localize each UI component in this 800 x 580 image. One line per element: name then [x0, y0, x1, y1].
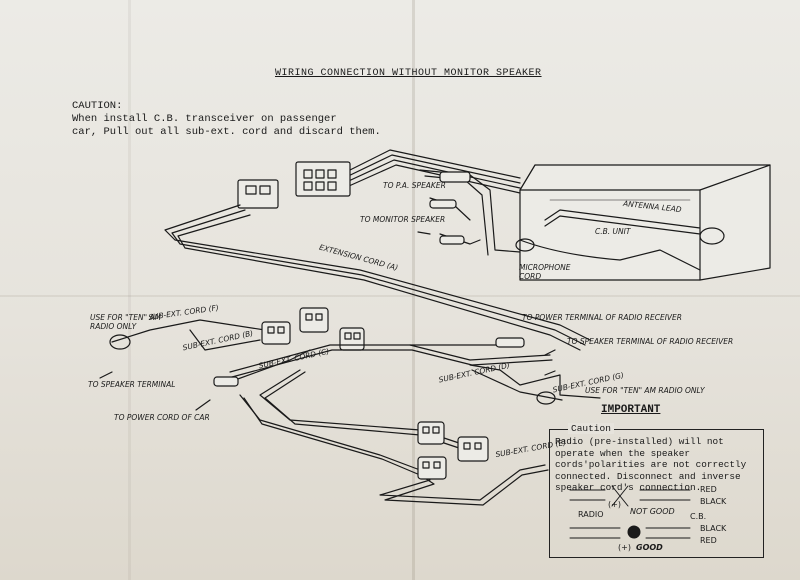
label-radio: RADIO — [578, 510, 604, 519]
caution-box-title: Caution — [568, 423, 614, 434]
main-connector — [295, 161, 351, 197]
label-speaker-terminal: TO SPEAKER TERMINAL — [88, 380, 176, 389]
label-good: GOOD — [636, 543, 663, 552]
lower-connector-3 — [417, 456, 447, 480]
antenna-connector — [699, 227, 725, 245]
label-plus-1: (+) — [608, 500, 621, 509]
label-not-good: NOT GOOD — [630, 507, 675, 516]
label-black-2: BLACK — [700, 524, 727, 533]
lower-connector-2 — [457, 436, 489, 462]
label-cb: C.B. — [690, 512, 707, 521]
polarity-diagram — [569, 485, 691, 539]
label-power-terminal-radio: TO POWER TERMINAL OF RADIO RECEIVER — [522, 313, 682, 322]
left-plug — [109, 334, 131, 350]
cb-unit — [519, 164, 771, 281]
label-red: RED — [700, 485, 717, 494]
pa-speaker-plug — [439, 171, 471, 183]
center-connector — [339, 327, 365, 351]
important-heading: IMPORTANT — [601, 404, 661, 416]
fold-line — [0, 295, 800, 297]
label-cb-unit: C.B. UNIT — [595, 227, 631, 236]
left-connector-b — [261, 321, 291, 345]
label-microphone-cord-2: CORD — [519, 272, 542, 281]
label-use-for-ten-am-right: USE FOR "TEN" AM RADIO ONLY — [585, 386, 705, 395]
caution-box-text: Radio (pre-installed) will not operate w… — [555, 436, 747, 493]
right-plug — [536, 391, 556, 405]
label-black: BLACK — [700, 497, 727, 506]
fold-line — [128, 0, 131, 580]
microphone-cord — [519, 239, 701, 271]
label-monitor-speaker: TO MONITOR SPEAKER — [360, 215, 446, 224]
label-plus-2: (+) — [618, 543, 631, 552]
power-terminal-plug — [495, 337, 525, 348]
extension-connector — [237, 179, 279, 209]
label-red-2: RED — [700, 536, 717, 545]
caution-line-1: When install C.B. transceiver on passeng… — [72, 113, 337, 125]
label-pa-speaker: TO P.A. SPEAKER — [383, 181, 446, 190]
caution-box — [549, 429, 764, 558]
label-use-for-ten-am-left: USE FOR "TEN" AM — [90, 313, 162, 322]
lower-connector-1 — [417, 421, 445, 445]
monitor-plug-2 — [439, 235, 465, 245]
caution-heading: CAUTION: — [72, 100, 123, 112]
power-plug — [213, 376, 239, 387]
label-radio-only-left: RADIO ONLY — [90, 322, 137, 331]
left-connector-c — [299, 307, 329, 333]
monitor-plug-1 — [429, 199, 457, 209]
caution-line-2: car, Pull out all sub-ext. cord and disc… — [72, 126, 381, 138]
diagram-title: WIRING CONNECTION WITHOUT MONITOR SPEAKE… — [275, 68, 542, 79]
label-power-cord-of-car: TO POWER CORD OF CAR — [114, 413, 210, 422]
caution-note: CAUTION: When install C.B. transceiver o… — [72, 100, 381, 139]
label-speaker-terminal-radio: TO SPEAKER TERMINAL OF RADIO RECEIVER — [567, 337, 734, 346]
label-microphone-cord: MICROPHONE — [519, 263, 571, 272]
antenna-lead — [544, 209, 701, 229]
